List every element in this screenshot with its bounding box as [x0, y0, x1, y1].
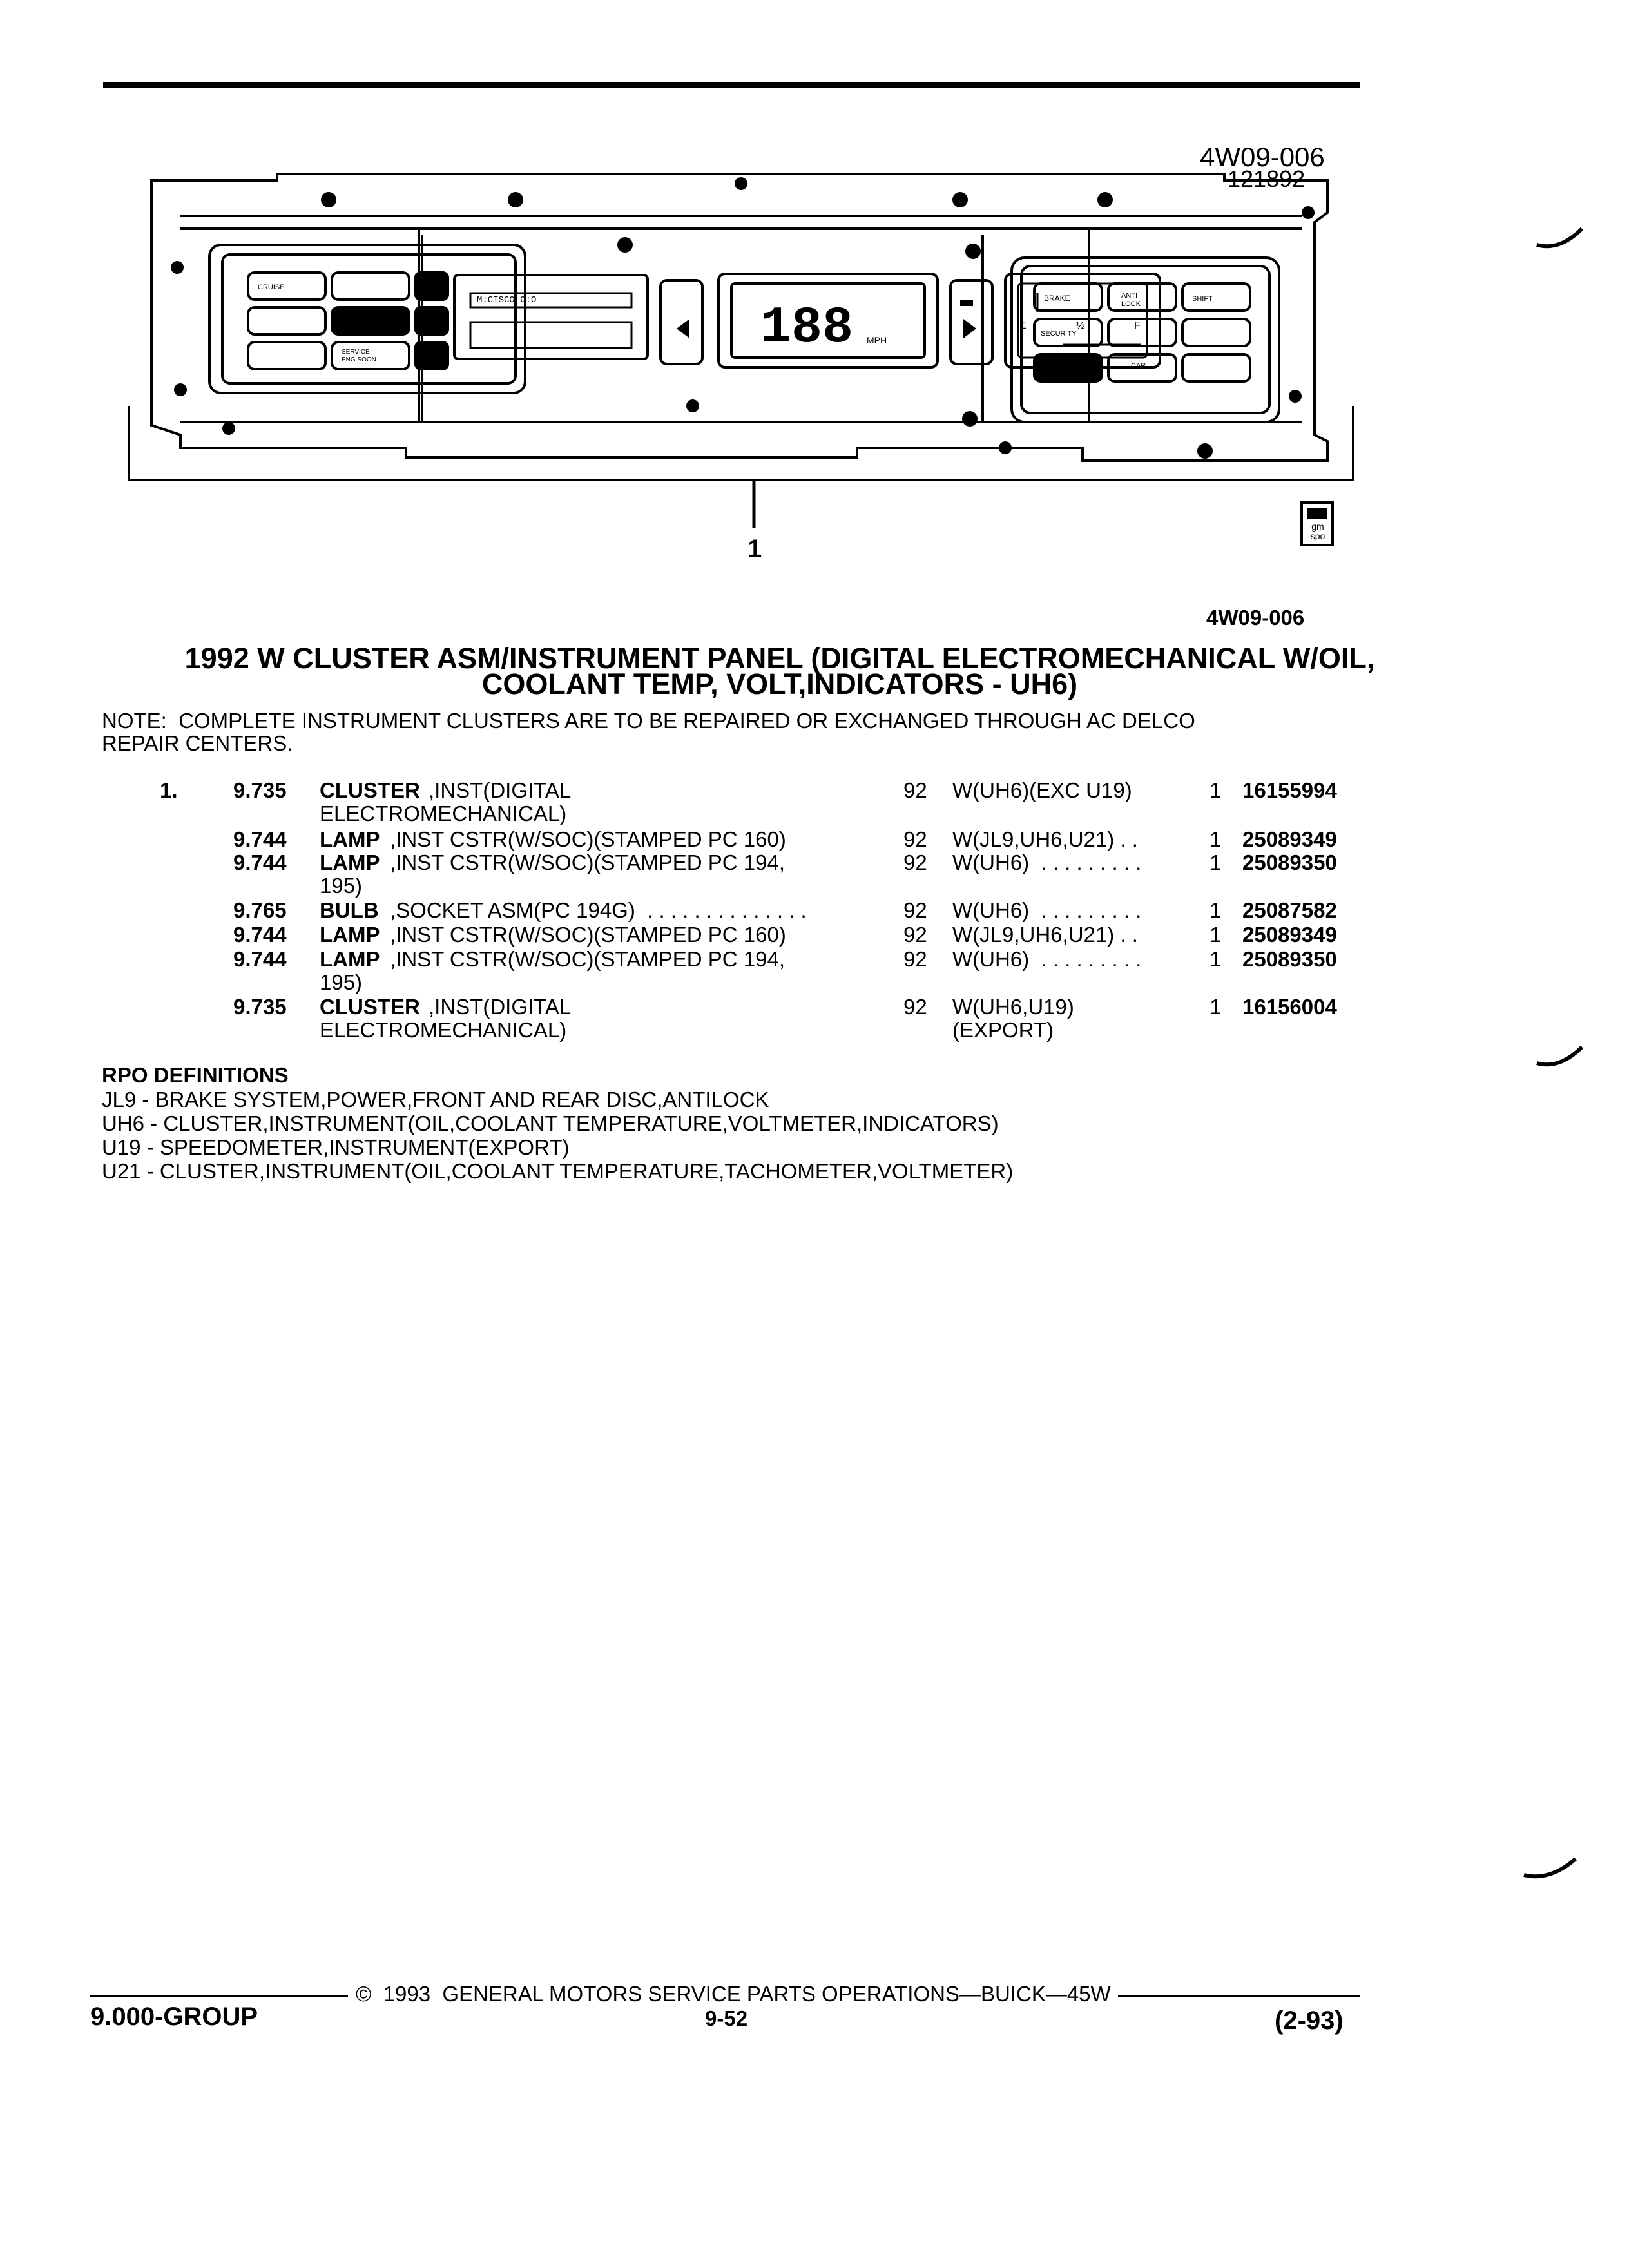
part-description: ,INST(DIGITAL [429, 995, 572, 1019]
badge-text: gm spo [1310, 521, 1325, 541]
instrument-cluster-illustration: 188 MPH E ½ F BRAKE ANTI LOCK SHIFT SECU… [128, 173, 1354, 528]
part-name: BULB [320, 898, 379, 922]
year: 92 [903, 827, 927, 851]
part-description-cont: 195) [320, 874, 363, 898]
part-name: LAMP [320, 827, 380, 851]
part-number: 25087582 [1242, 898, 1337, 922]
binding-mark [1536, 227, 1584, 249]
part-name: CLUSTER [320, 778, 420, 802]
year: 92 [903, 898, 927, 922]
part-name: LAMP [320, 947, 380, 971]
part-description: ,INST CSTR(W/SOC)(STAMPED PC 160) [390, 923, 786, 947]
part-number: 25089350 [1242, 850, 1337, 874]
quantity: 1 [1210, 827, 1222, 851]
group-number: 9.744 [233, 827, 287, 851]
quantity: 1 [1210, 995, 1222, 1019]
svg-text:CRUISE: CRUISE [258, 284, 285, 291]
year: 92 [903, 995, 927, 1019]
year: 92 [903, 947, 927, 971]
part-description-cont: 195) [320, 970, 363, 994]
usage-cont: (EXPORT) [952, 1018, 1054, 1042]
svg-text:BRAKE: BRAKE [1044, 294, 1070, 303]
svg-text:SHIFT: SHIFT [1192, 295, 1213, 303]
usage: W(JL9,UH6,U21) . . [952, 923, 1138, 947]
rpo-heading: RPO DEFINITIONS [102, 1063, 289, 1087]
group-number: 9.744 [233, 947, 287, 971]
binding-mark [1523, 1857, 1577, 1879]
footer-rule-right [1118, 1995, 1360, 1997]
part-name: LAMP [320, 850, 380, 874]
svg-text:SECUR TY: SECUR TY [1041, 330, 1077, 338]
footer-group: 9.000-GROUP [90, 2003, 258, 2031]
illustration-date: 121892 [1228, 166, 1306, 192]
part-description-cont: ELECTROMECHANICAL) [320, 1018, 567, 1042]
part-description: ,INST CSTR(W/SOC)(STAMPED PC 194, [390, 947, 786, 971]
display-digits: 188 [760, 299, 853, 358]
rpo-line: JL9 - BRAKE SYSTEM,POWER,FRONT AND REAR … [102, 1088, 769, 1111]
page-title-line1: 1992 W CLUSTER ASM/INSTRUMENT PANEL (DIG… [184, 642, 1375, 675]
ref-number: 1. [160, 778, 178, 802]
part-number: 16155994 [1242, 778, 1337, 802]
top-rule [103, 82, 1360, 88]
page-title-line2: COOLANT TEMP, VOLT,INDICATORS - UH6) [481, 668, 1078, 700]
usage: W(UH6) . . . . . . . . . [952, 898, 1142, 922]
binding-mark [1536, 1045, 1584, 1067]
gauge-f: F [1134, 320, 1141, 331]
part-number: 16156004 [1242, 995, 1337, 1019]
footer-page: 9-52 [705, 2006, 748, 2030]
svg-text:SERVICE: SERVICE [342, 349, 370, 356]
svg-text:ANTI: ANTI [1121, 292, 1137, 300]
svg-text:CAR: CAR [1131, 362, 1146, 370]
part-name: CLUSTER [320, 995, 420, 1019]
part-description: ,SOCKET ASM(PC 194G) . . . . . . . . . .… [390, 898, 807, 922]
rpo-line: U19 - SPEEDOMETER,INSTRUMENT(EXPORT) [102, 1135, 570, 1159]
quantity: 1 [1210, 898, 1222, 922]
callout-number: 1 [747, 535, 762, 563]
rpo-line: UH6 - CLUSTER,INSTRUMENT(OIL,COOLANT TEM… [102, 1111, 999, 1135]
year: 92 [903, 850, 927, 874]
usage: W(UH6)(EXC U19) [952, 778, 1132, 802]
year: 92 [903, 778, 927, 802]
gm-spo-badge: gm spo [1300, 501, 1334, 546]
group-number: 9.744 [233, 850, 287, 874]
svg-text:ENG SOON: ENG SOON [342, 356, 376, 363]
svg-text:LOCK: LOCK [1121, 300, 1141, 308]
part-description: ,INST CSTR(W/SOC)(STAMPED PC 160) [390, 827, 786, 851]
footer-date: (2-93) [1275, 2006, 1344, 2035]
display-unit: MPH [867, 335, 887, 345]
usage: W(JL9,UH6,U21) . . [952, 827, 1138, 851]
part-description-cont: ELECTROMECHANICAL) [320, 802, 567, 825]
quantity: 1 [1210, 947, 1222, 971]
part-description: ,INST CSTR(W/SOC)(STAMPED PC 194, [390, 850, 786, 874]
part-number: 25089349 [1242, 923, 1337, 947]
quantity: 1 [1210, 850, 1222, 874]
quantity: 1 [1210, 923, 1222, 947]
quantity: 1 [1210, 778, 1222, 802]
part-number: 25089350 [1242, 947, 1337, 971]
usage: W(UH6) . . . . . . . . . [952, 850, 1142, 874]
part-name: LAMP [320, 923, 380, 947]
note-line2: REPAIR CENTERS. [102, 731, 293, 755]
group-number: 9.735 [233, 995, 287, 1019]
part-description: ,INST(DIGITAL [429, 778, 572, 802]
part-number: 25089349 [1242, 827, 1337, 851]
footer-rule-left [90, 1995, 348, 1997]
note-line1: NOTE: COMPLETE INSTRUMENT CLUSTERS ARE T… [102, 709, 1195, 733]
illustration-code: 4W09-006 [1200, 142, 1325, 172]
group-number: 9.744 [233, 923, 287, 947]
group-number: 9.735 [233, 778, 287, 802]
footer-copyright: © 1993 GENERAL MOTORS SERVICE PARTS OPER… [356, 1982, 1111, 2006]
year: 92 [903, 923, 927, 947]
group-number: 9.765 [233, 898, 287, 922]
usage: W(UH6) . . . . . . . . . [952, 947, 1142, 971]
rpo-line: U21 - CLUSTER,INSTRUMENT(OIL,COOLANT TEM… [102, 1159, 1014, 1183]
usage: W(UH6,U19) [952, 995, 1074, 1019]
gauge-e: E [1019, 320, 1027, 331]
svg-text:M:CISCO O:O: M:CISCO O:O [477, 295, 536, 305]
reference-code: 4W09-006 [1206, 606, 1305, 629]
gauge-half: ½ [1076, 320, 1084, 331]
